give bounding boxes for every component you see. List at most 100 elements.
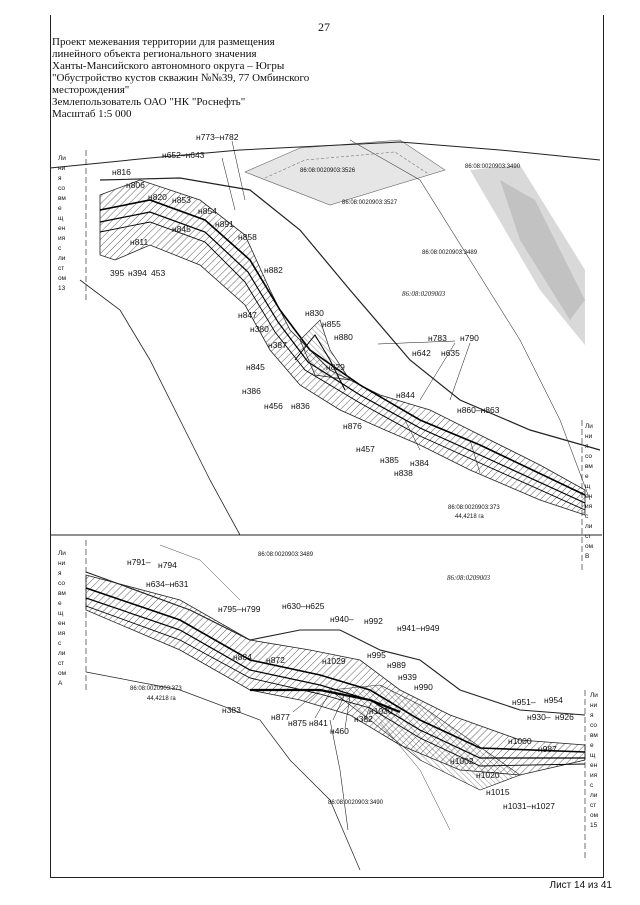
point-label: н630–н625 [282, 601, 325, 611]
match-line-label: ни [58, 165, 66, 172]
document-title: Проект межевания территории для размещен… [52, 36, 352, 120]
match-line-label: щ [58, 215, 64, 222]
match-line-label: со [590, 722, 597, 729]
point-label: н845 [246, 362, 265, 372]
match-line-label: ен [58, 620, 66, 627]
point-label: н880 [334, 332, 353, 342]
match-line-label: вм [585, 463, 593, 470]
point-label: н457 [356, 444, 375, 454]
cadastral-label: 86:08:0020903:3490 [465, 164, 521, 170]
sheet-footer: Лист 14 из 41 [549, 880, 612, 891]
point-label: н783 [428, 333, 447, 343]
cadastral-label: 86:08:0020903:373 [130, 686, 182, 692]
point-label: н841 [309, 718, 328, 728]
point-label: н642 [412, 348, 431, 358]
point-label: н1002 [450, 756, 474, 766]
match-line-label: я [58, 570, 62, 577]
point-label: н790 [460, 333, 479, 343]
match-line-label: вм [58, 195, 66, 202]
point-label: н838 [394, 468, 413, 478]
cadastral-label: 86:08:0020903:3490 [328, 800, 384, 806]
point-label: н387 [268, 340, 287, 350]
block-label: 86:08:0209003 [402, 290, 446, 298]
point-label: н820 [148, 192, 167, 202]
match-line-label: с [58, 640, 62, 647]
match-line-label: с [58, 245, 62, 252]
point-label: н877 [271, 712, 290, 722]
match-line-label: ия [590, 772, 598, 779]
plot-3489-shade [470, 165, 585, 345]
match-line-label: 15 [590, 822, 598, 829]
top-map-panel: 86:08:0020903:3526 86:08:0020903:3527 86… [49, 132, 601, 570]
match-line-label: ом [58, 275, 67, 282]
match-line-label: ен [58, 225, 66, 232]
point-label: н940– [330, 614, 354, 624]
match-line-label: я [590, 712, 594, 719]
point-label: н954 [544, 695, 563, 705]
title-line: "Обустройство кустов скважин №№39, 77 Ом… [52, 72, 310, 84]
cadastral-label: 86:08:0020903:3489 [422, 250, 478, 256]
point-label: н811 [130, 237, 149, 247]
match-line-label: е [590, 742, 594, 749]
match-line-label: ом [585, 543, 594, 550]
title-line: Землепользователь ОАО "НК "Роснефть" [52, 96, 246, 108]
match-line-label: ст [58, 265, 64, 272]
match-line-label: ом [590, 812, 599, 819]
match-line-label: ст [58, 660, 64, 667]
cadastral-label: 86:08:0020903:3527 [342, 200, 398, 206]
point-label: н939 [398, 672, 417, 682]
match-line-label: ни [585, 433, 593, 440]
match-line-label: щ [590, 752, 596, 759]
match-line-label: А [58, 680, 63, 687]
match-line-label: ли [58, 255, 66, 262]
point-label: н1031–н1027 [503, 801, 555, 811]
match-line-label: ли [58, 650, 66, 657]
match-line-label: ия [58, 235, 66, 242]
match-line-label: Ли [590, 692, 598, 699]
point-label: н930– [527, 712, 551, 722]
point-label: 453 [151, 268, 165, 278]
point-label: н460 [330, 726, 349, 736]
match-line-label: щ [585, 483, 591, 490]
point-label: н876 [343, 421, 362, 431]
point-label: н875 [288, 718, 307, 728]
point-label: н926 [555, 712, 574, 722]
match-line-label: со [58, 185, 65, 192]
point-label: н884 [233, 652, 252, 662]
point-label: н1029 [322, 656, 346, 666]
match-line-label: ст [585, 533, 591, 540]
match-line-label: е [58, 600, 62, 607]
point-label: н882 [264, 265, 283, 275]
point-label: н855 [322, 319, 341, 329]
match-line-label: В [585, 553, 589, 560]
point-label: н830 [305, 308, 324, 318]
point-label: н858 [238, 232, 257, 242]
title-line: Ханты-Мансийского автономного округа – Ю… [52, 60, 285, 72]
bottom-map-panel: 86:08:0020903:3489 86:08:0209003 86:08:0… [85, 540, 586, 871]
point-label: н987 [538, 744, 557, 754]
point-label: н853 [172, 195, 191, 205]
match-line-label: ст [590, 802, 596, 809]
match-line-label: ия [585, 503, 593, 510]
point-label: 395 [110, 268, 124, 278]
match-line-label: ия [58, 630, 66, 637]
point-label: н385 [380, 455, 399, 465]
point-label: н386 [242, 386, 261, 396]
match-line-label: вм [590, 732, 598, 739]
point-label: н860–н863 [457, 405, 500, 415]
point-label: н794 [158, 560, 177, 570]
point-label: н854 [198, 206, 217, 216]
match-line-label: щ [58, 610, 64, 617]
match-line-label: Ли [58, 550, 66, 557]
cadastral-label: 86:08:0020903:373 [448, 505, 500, 511]
point-label: н951– [512, 697, 536, 707]
point-label: н634–н631 [146, 579, 189, 589]
title-line: месторождения" [52, 84, 130, 96]
match-line-label: ни [590, 702, 598, 709]
point-label: н382 [354, 714, 373, 724]
match-line-label: я [585, 443, 589, 450]
match-line-label: с [590, 782, 594, 789]
plot-3526 [244, 139, 446, 206]
match-line-label: ом [58, 670, 67, 677]
